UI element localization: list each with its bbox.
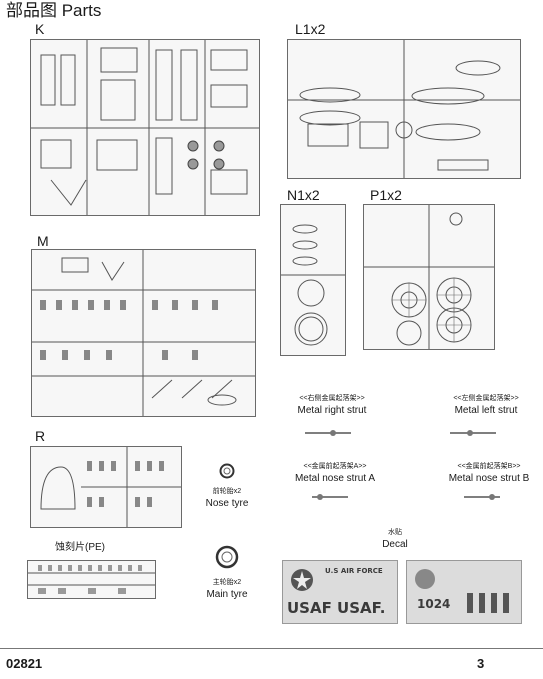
sprue-k-drawing bbox=[31, 40, 259, 215]
nose-strut-a-en: Metal nose strut A bbox=[294, 473, 376, 484]
sprue-k bbox=[30, 39, 260, 216]
pe-fret-drawing bbox=[28, 565, 155, 594]
sprue-n-drawing bbox=[281, 224, 345, 346]
sprue-l-label: L1x2 bbox=[295, 21, 326, 37]
decal-caption: 水贴 Decal bbox=[360, 527, 430, 551]
page-title: 部品图 Parts bbox=[6, 1, 102, 20]
sprue-r bbox=[30, 446, 182, 528]
left-strut-en: Metal left strut bbox=[454, 405, 518, 416]
nose-strut-a-drawing bbox=[312, 494, 348, 500]
nose-tyre-cn: 前轮胎x2 bbox=[212, 488, 242, 495]
nose-strut-b-caption: <<金属前起落架B>> Metal nose strut B bbox=[434, 461, 543, 485]
main-tyre-caption: 主轮胎x2 Main tyre bbox=[191, 577, 263, 601]
serial-text: 1024 bbox=[417, 597, 451, 611]
footer-divider bbox=[0, 648, 543, 649]
left-strut-cn: <<左侧金属起落架>> bbox=[453, 395, 519, 402]
right-strut-drawing bbox=[305, 430, 351, 436]
nose-strut-b-cn: <<金属前起落架B>> bbox=[457, 463, 521, 470]
nose-tyre-caption: 前轮胎x2 Nose tyre bbox=[191, 486, 263, 510]
sprue-p bbox=[363, 204, 495, 350]
sprue-m-label: M bbox=[37, 233, 49, 249]
sprue-m-drawing bbox=[32, 250, 255, 416]
star-insignia-icon bbox=[291, 569, 313, 591]
main-tyre-en: Main tyre bbox=[206, 589, 248, 600]
sprue-m bbox=[31, 249, 256, 417]
main-tyre-icon bbox=[215, 545, 239, 569]
page-number: 3 bbox=[477, 656, 485, 671]
nose-strut-a-cn: <<金属前起落架A>> bbox=[303, 463, 367, 470]
decal-cn: 水贴 bbox=[388, 529, 402, 536]
pe-caption: 蚀刻片(PE) bbox=[55, 542, 105, 553]
sprue-l bbox=[287, 39, 521, 179]
pe-fret bbox=[27, 560, 156, 599]
sprue-p-drawing bbox=[364, 205, 494, 349]
decal-en: Decal bbox=[382, 539, 408, 550]
main-tyre-cn: 主轮胎x2 bbox=[212, 579, 242, 586]
nose-strut-a-caption: <<金属前起落架A>> Metal nose strut A bbox=[280, 461, 390, 485]
right-strut-cn: <<右侧金属起落架>> bbox=[299, 395, 365, 402]
left-strut-drawing bbox=[450, 430, 496, 436]
sprue-n bbox=[280, 204, 346, 356]
right-strut-caption: <<右侧金属起落架>> Metal right strut bbox=[282, 393, 382, 417]
decal-sheet-2: 1024 bbox=[406, 560, 522, 624]
sprue-p-label: P1x2 bbox=[370, 187, 402, 203]
us-air-force-text: U.S AIR FORCE bbox=[325, 567, 383, 575]
star-insignia-icon-2 bbox=[415, 569, 435, 589]
usaf-text: USAF USAF. bbox=[287, 599, 386, 617]
sprue-r-label: R bbox=[35, 428, 46, 444]
product-code: 02821 bbox=[6, 656, 43, 671]
nose-tyre-icon bbox=[219, 463, 235, 479]
left-strut-caption: <<左侧金属起落架>> Metal left strut bbox=[436, 393, 536, 417]
decal-sheet-1: U.S AIR FORCE USAF USAF. bbox=[282, 560, 398, 624]
nose-tyre-en: Nose tyre bbox=[205, 498, 249, 509]
sprue-l-drawing bbox=[288, 40, 520, 178]
nose-strut-b-en: Metal nose strut B bbox=[448, 473, 530, 484]
sprue-r-drawing bbox=[40, 447, 181, 527]
sprue-n-label: N1x2 bbox=[287, 187, 320, 203]
nose-strut-b-drawing bbox=[464, 494, 500, 500]
sprue-k-label: K bbox=[35, 21, 45, 37]
right-strut-en: Metal right strut bbox=[297, 405, 367, 416]
stripe-decal bbox=[467, 593, 509, 613]
